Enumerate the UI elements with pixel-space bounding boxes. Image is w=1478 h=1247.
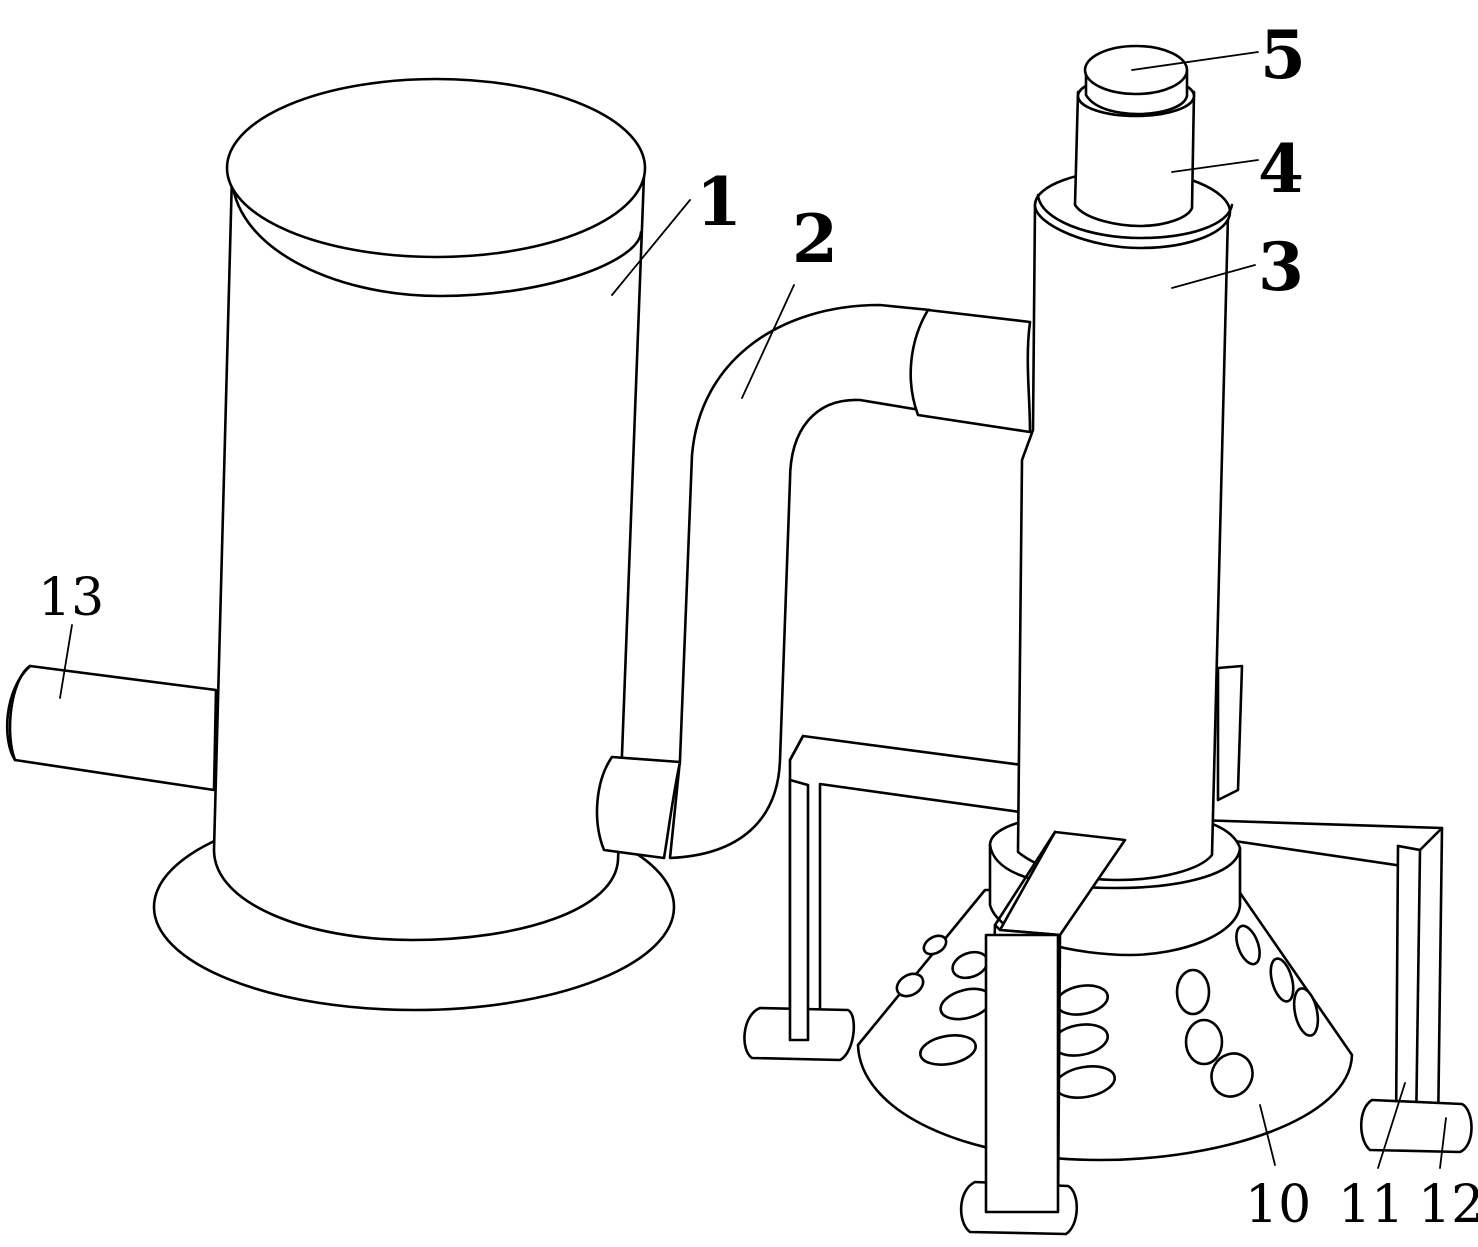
front-strut-leg	[984, 933, 1060, 1214]
labels: 1 2 3 4 5 13 10 11 12	[38, 16, 1478, 1235]
label-4: 4	[1258, 130, 1304, 208]
label-3: 3	[1258, 228, 1304, 306]
label-2: 2	[792, 200, 838, 278]
label-5: 5	[1260, 16, 1306, 94]
right-bracket-leg	[1394, 844, 1422, 1134]
inlet-pipe	[5, 664, 218, 792]
upper-cylinder-body	[1073, 90, 1196, 228]
column-collar-top	[988, 843, 1242, 890]
inlet-pipe-body	[5, 664, 218, 792]
connecting-pipe-lower-stub	[595, 755, 682, 860]
column-body	[1016, 203, 1230, 882]
label-13: 13	[38, 568, 104, 628]
label-1: 1	[696, 163, 742, 241]
connecting-pipe	[595, 303, 1032, 860]
tank-body	[212, 173, 646, 942]
back-bracket	[1216, 664, 1244, 802]
top-cap	[1083, 44, 1189, 116]
connecting-pipe-body	[668, 303, 932, 860]
inlet-pipe-end	[8, 664, 32, 762]
tank-rim-band	[230, 173, 643, 298]
label-12: 12	[1418, 1175, 1478, 1235]
label-11: 11	[1338, 1175, 1404, 1235]
column-flange-band	[1036, 193, 1234, 240]
right-foot	[1359, 1098, 1473, 1154]
left-bracket-leg-front	[788, 778, 810, 1042]
front-strut-arm-edge	[993, 830, 1057, 927]
column-assembly	[988, 168, 1242, 957]
left-bracket-edge	[788, 734, 805, 762]
front-strut	[959, 830, 1127, 1236]
connecting-pipe-upper-stub	[909, 308, 1032, 434]
leader-lines	[59, 51, 1447, 1169]
tank-lid	[225, 77, 647, 259]
tank-assembly	[152, 77, 676, 1012]
label-10: 10	[1245, 1175, 1311, 1235]
